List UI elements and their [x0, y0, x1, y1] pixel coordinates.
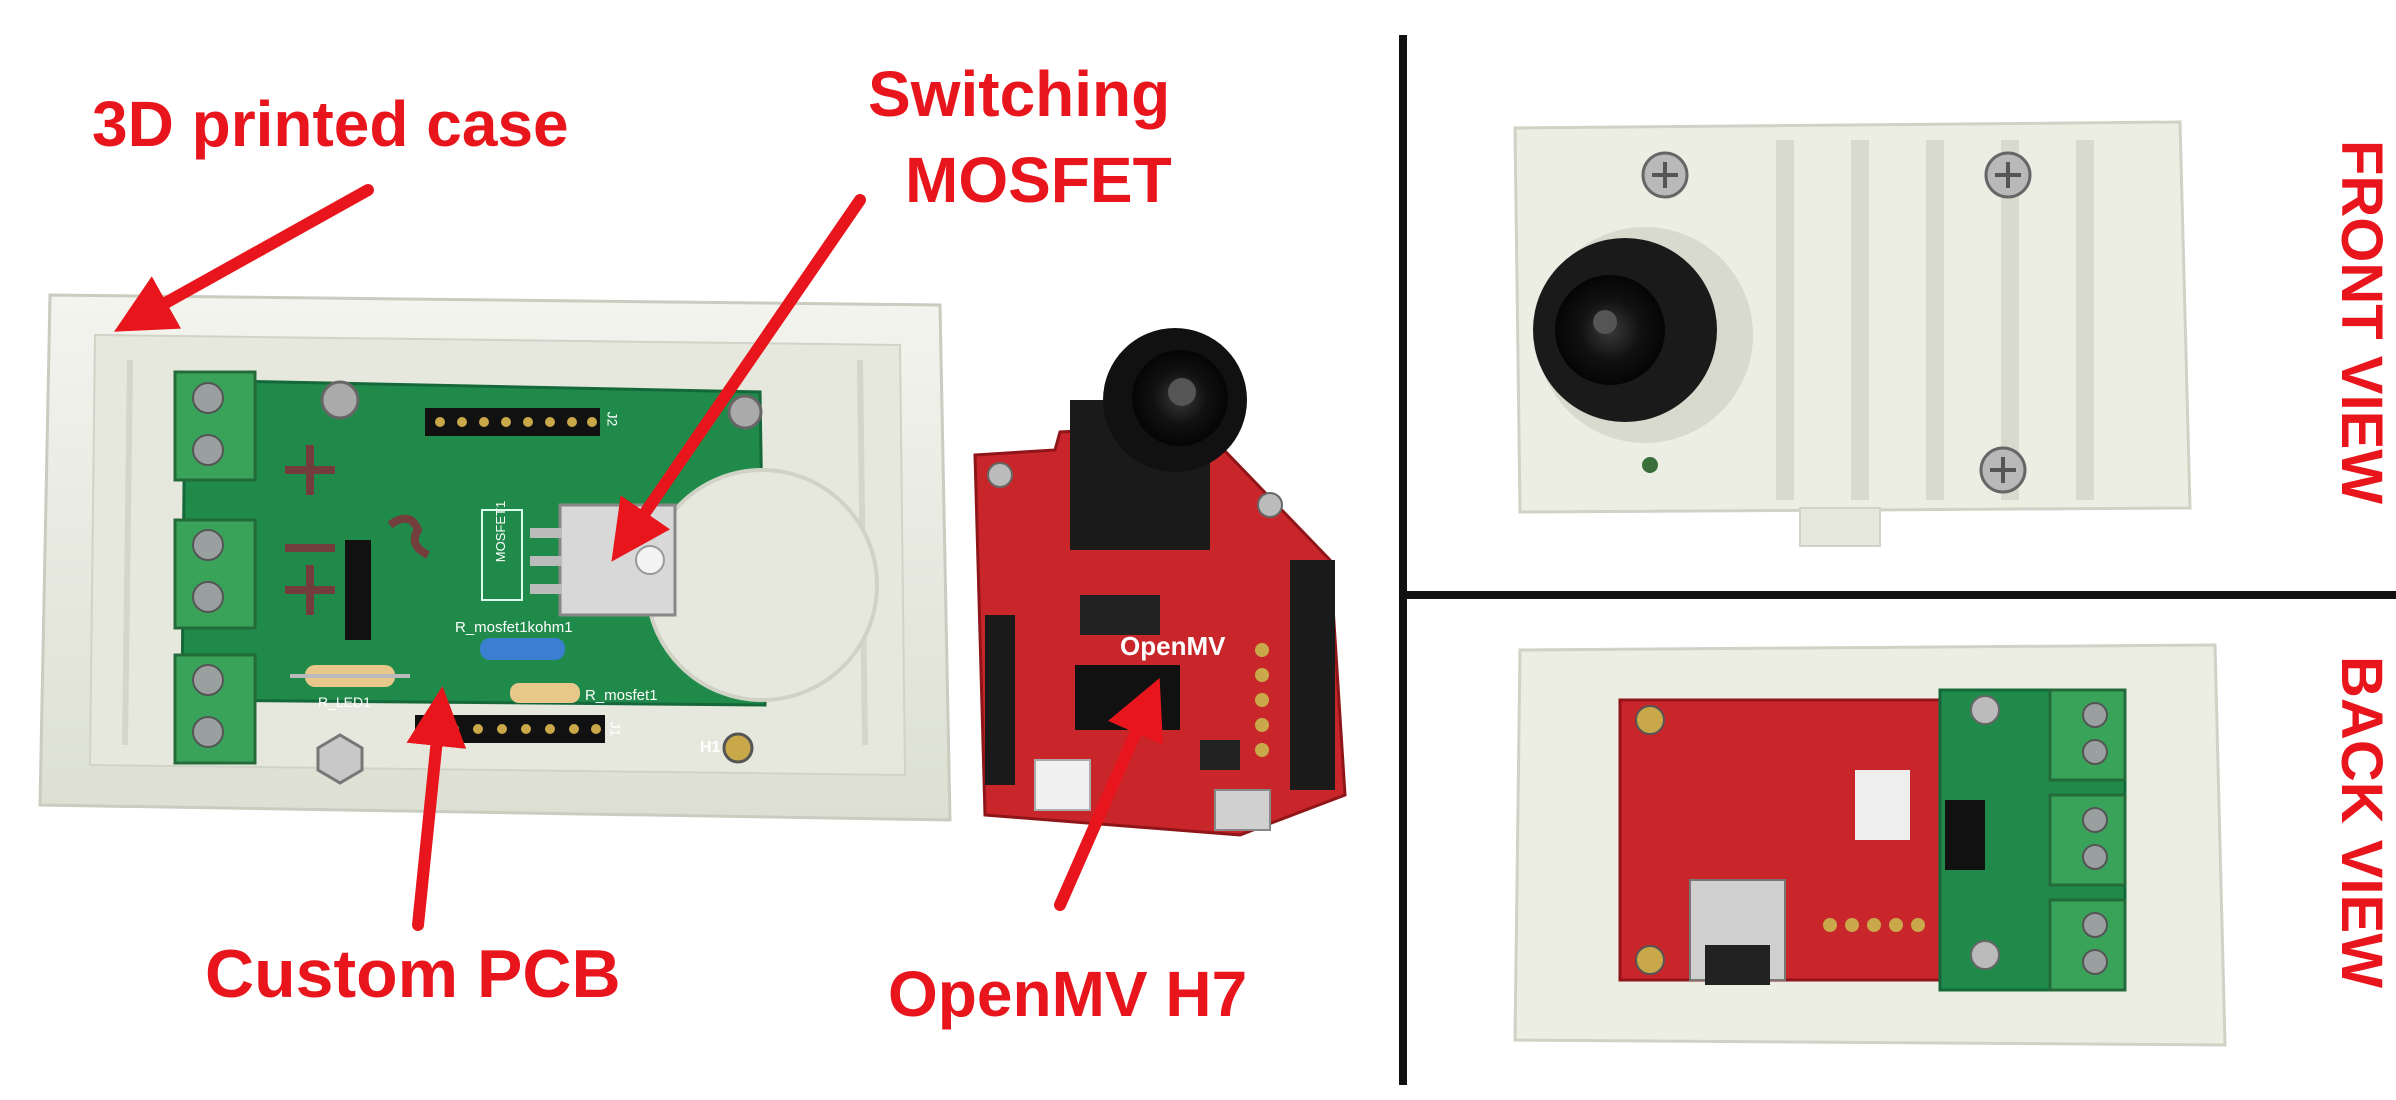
arrow-pcb: [406, 686, 467, 931]
label-back-view: BACK VIEW: [2329, 656, 2394, 988]
annotation-arrows: [114, 184, 1163, 931]
openmv-board-image: [973, 328, 1347, 837]
label-switching: Switching: [868, 58, 1171, 130]
terminal-blocks: [173, 370, 257, 765]
arrow-case: [114, 184, 374, 332]
front-view-image: [1513, 120, 2192, 547]
board-logo: OpenMV: [1120, 631, 1226, 661]
custom-pcb-image: [173, 370, 879, 785]
arrow-openmv: [1054, 678, 1163, 911]
silk-r-mosfet1: R_mosfet1: [585, 687, 658, 704]
label-front-view: FRONT VIEW: [2329, 139, 2394, 505]
arrow-mosfet: [611, 194, 866, 562]
resistors: [290, 638, 580, 703]
label-mosfet: MOSFET: [905, 144, 1172, 216]
silk-j1: J1: [607, 721, 624, 737]
silk-j2: J2: [604, 411, 621, 427]
label-openmv-h7: OpenMV H7: [888, 958, 1248, 1030]
silk-mosfet1: MOSFET1: [493, 500, 509, 563]
label-custom-pcb: Custom PCB: [205, 936, 621, 1012]
silk-r-led1: R_LED1: [318, 694, 371, 710]
back-view-image: [1513, 643, 2227, 1047]
silk-r-mosfet1kohm1: R_mosfet1kohm1: [455, 619, 573, 636]
label-3d-printed-case: 3D printed case: [92, 88, 569, 160]
silk-h1: H1: [700, 739, 721, 756]
